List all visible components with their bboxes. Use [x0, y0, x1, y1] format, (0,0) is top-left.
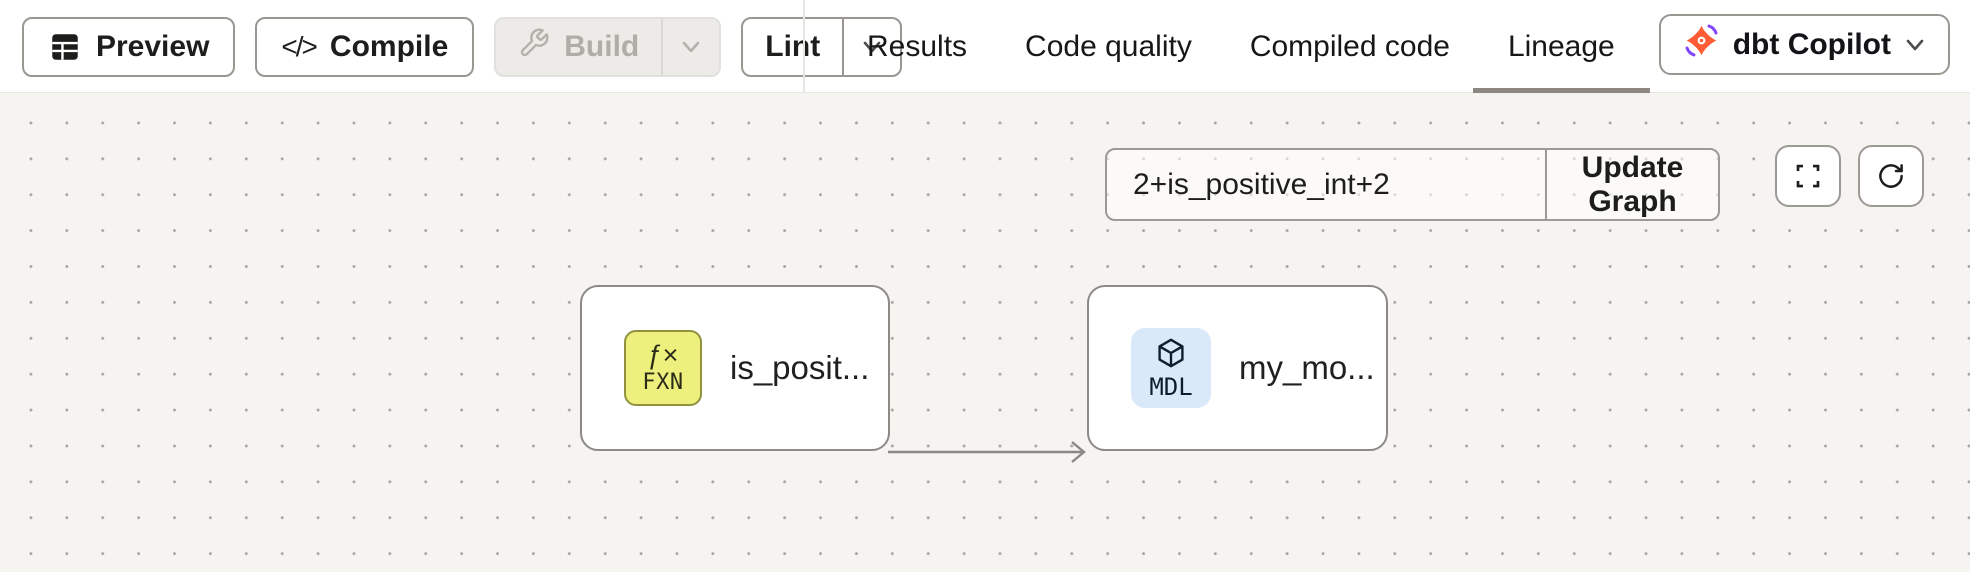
chevron-down-icon [1906, 39, 1924, 50]
table-icon [48, 30, 82, 64]
result-panel-tabs: Results Code quality Compiled code Linea… [803, 0, 1650, 93]
build-button-label: Build [564, 30, 640, 63]
dbt-copilot-label: dbt Copilot [1732, 27, 1891, 61]
compile-button-label: Compile [329, 30, 449, 63]
header-bar: Preview </> Compile Build [0, 0, 1970, 93]
fullscreen-icon [1796, 164, 1820, 188]
fx-glyph: ƒ× [647, 339, 679, 370]
function-badge-icon: ƒ× FXN [624, 330, 702, 406]
tab-results[interactable]: Results [867, 0, 967, 93]
mdl-code: MDL [1149, 373, 1193, 401]
preview-button[interactable]: Preview [22, 17, 236, 77]
code-icon: </> [281, 31, 318, 62]
node-label: my_mo... [1239, 349, 1375, 386]
build-dropdown-button[interactable] [661, 19, 719, 75]
fxn-code: FXN [642, 369, 684, 395]
model-badge-icon: MDL [1131, 328, 1211, 408]
dbt-logo-icon [1683, 22, 1720, 67]
tab-lineage[interactable]: Lineage [1473, 0, 1650, 93]
lineage-selector-input[interactable] [1107, 150, 1545, 219]
lint-button-label: Lint [765, 30, 821, 63]
update-graph-button[interactable]: Update Graph [1545, 150, 1718, 219]
chevron-down-icon [682, 41, 700, 53]
chevron-down-icon [863, 41, 881, 53]
tab-compiled-code-label: Compiled code [1249, 29, 1450, 63]
refresh-icon [1879, 164, 1903, 188]
lineage-node-function[interactable]: ƒ× FXN is_posit... [580, 285, 890, 451]
wrench-icon [518, 27, 550, 67]
lint-button[interactable]: Lint [743, 19, 842, 75]
fullscreen-button[interactable] [1775, 145, 1841, 207]
build-split-button: Build [494, 17, 722, 77]
cube-icon [1158, 338, 1184, 368]
compile-button[interactable]: </> Compile [255, 17, 475, 77]
lineage-node-model[interactable]: MDL my_mo... [1087, 285, 1388, 451]
build-button[interactable]: Build [496, 19, 661, 75]
lint-dropdown-button[interactable] [842, 19, 900, 75]
lint-split-button: Lint [741, 17, 903, 77]
tab-results-label: Results [867, 29, 968, 63]
node-label: is_posit... [730, 349, 870, 386]
editor-toolbar: Preview </> Compile Build [22, 17, 903, 77]
tab-lineage-label: Lineage [1507, 29, 1615, 63]
refresh-graph-button[interactable] [1858, 145, 1924, 207]
lineage-edge [888, 441, 1086, 463]
preview-button-label: Preview [96, 30, 210, 63]
tab-code-quality[interactable]: Code quality [1025, 0, 1192, 93]
tab-compiled-code[interactable]: Compiled code [1250, 0, 1450, 93]
tab-code-quality-label: Code quality [1025, 29, 1192, 63]
toolbar-tabs-divider [803, 0, 805, 93]
lineage-selector-group: Update Graph [1105, 148, 1720, 221]
lineage-canvas[interactable]: Update Graph ƒ× FXN is_posit... [0, 93, 1970, 572]
dbt-copilot-button[interactable]: dbt Copilot [1658, 14, 1950, 75]
